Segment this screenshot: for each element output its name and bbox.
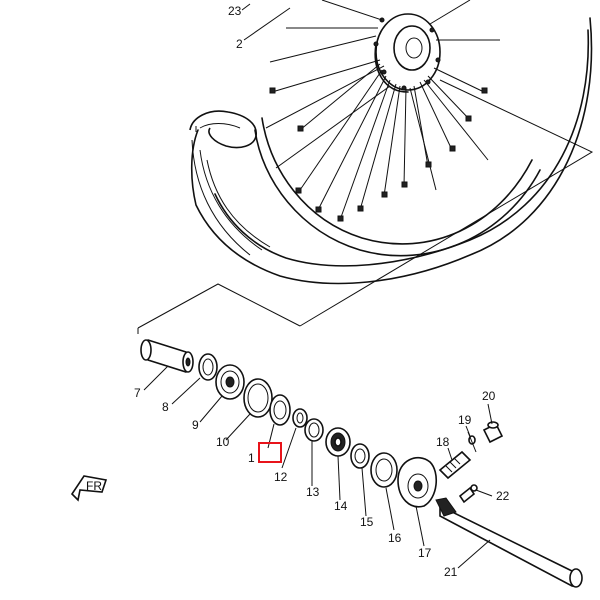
part-16-seal — [370, 452, 398, 488]
label-12: 12 — [274, 470, 288, 484]
part-7-spacer — [140, 339, 194, 373]
wheel-assembly — [189, 0, 594, 327]
part-18-drive-gear — [438, 450, 472, 480]
front-direction-arrow: FR — [70, 475, 108, 502]
assembly-plane-outline — [137, 283, 301, 329]
part-9-bearing — [215, 364, 245, 400]
label-20: 20 — [482, 389, 496, 403]
label-2: 2 — [236, 37, 243, 51]
label-21: 21 — [444, 565, 458, 579]
label-14: 14 — [334, 499, 348, 513]
label-7: 7 — [134, 386, 141, 400]
label-15: 15 — [360, 515, 374, 529]
label-16: 16 — [388, 531, 402, 545]
label-13: 13 — [306, 485, 320, 499]
label-22: 22 — [496, 489, 510, 503]
part-13-plate — [304, 418, 324, 442]
part-20-bushing — [482, 421, 504, 444]
part-12-clip — [292, 408, 308, 428]
label-17: 17 — [418, 546, 432, 560]
part-8-oil-seal — [198, 353, 218, 381]
part-22-screw — [458, 484, 478, 504]
highlight-box — [258, 442, 282, 463]
part-21-axle — [435, 497, 583, 588]
label-18: 18 — [436, 435, 450, 449]
part-11-washer — [269, 394, 291, 426]
label-11: 1 — [248, 451, 255, 465]
part-10-ring — [243, 378, 273, 418]
leader-lines — [143, 3, 493, 569]
label-19: 19 — [458, 413, 472, 427]
part-14-gear — [325, 427, 351, 457]
label-9: 9 — [192, 418, 199, 432]
label-10: 10 — [216, 435, 230, 449]
part-17-meter-gear-housing — [397, 456, 437, 508]
part-15-washer — [350, 443, 370, 469]
label-23: 23 — [228, 4, 242, 18]
fr-label: FR — [86, 479, 102, 493]
label-8: 8 — [162, 400, 169, 414]
